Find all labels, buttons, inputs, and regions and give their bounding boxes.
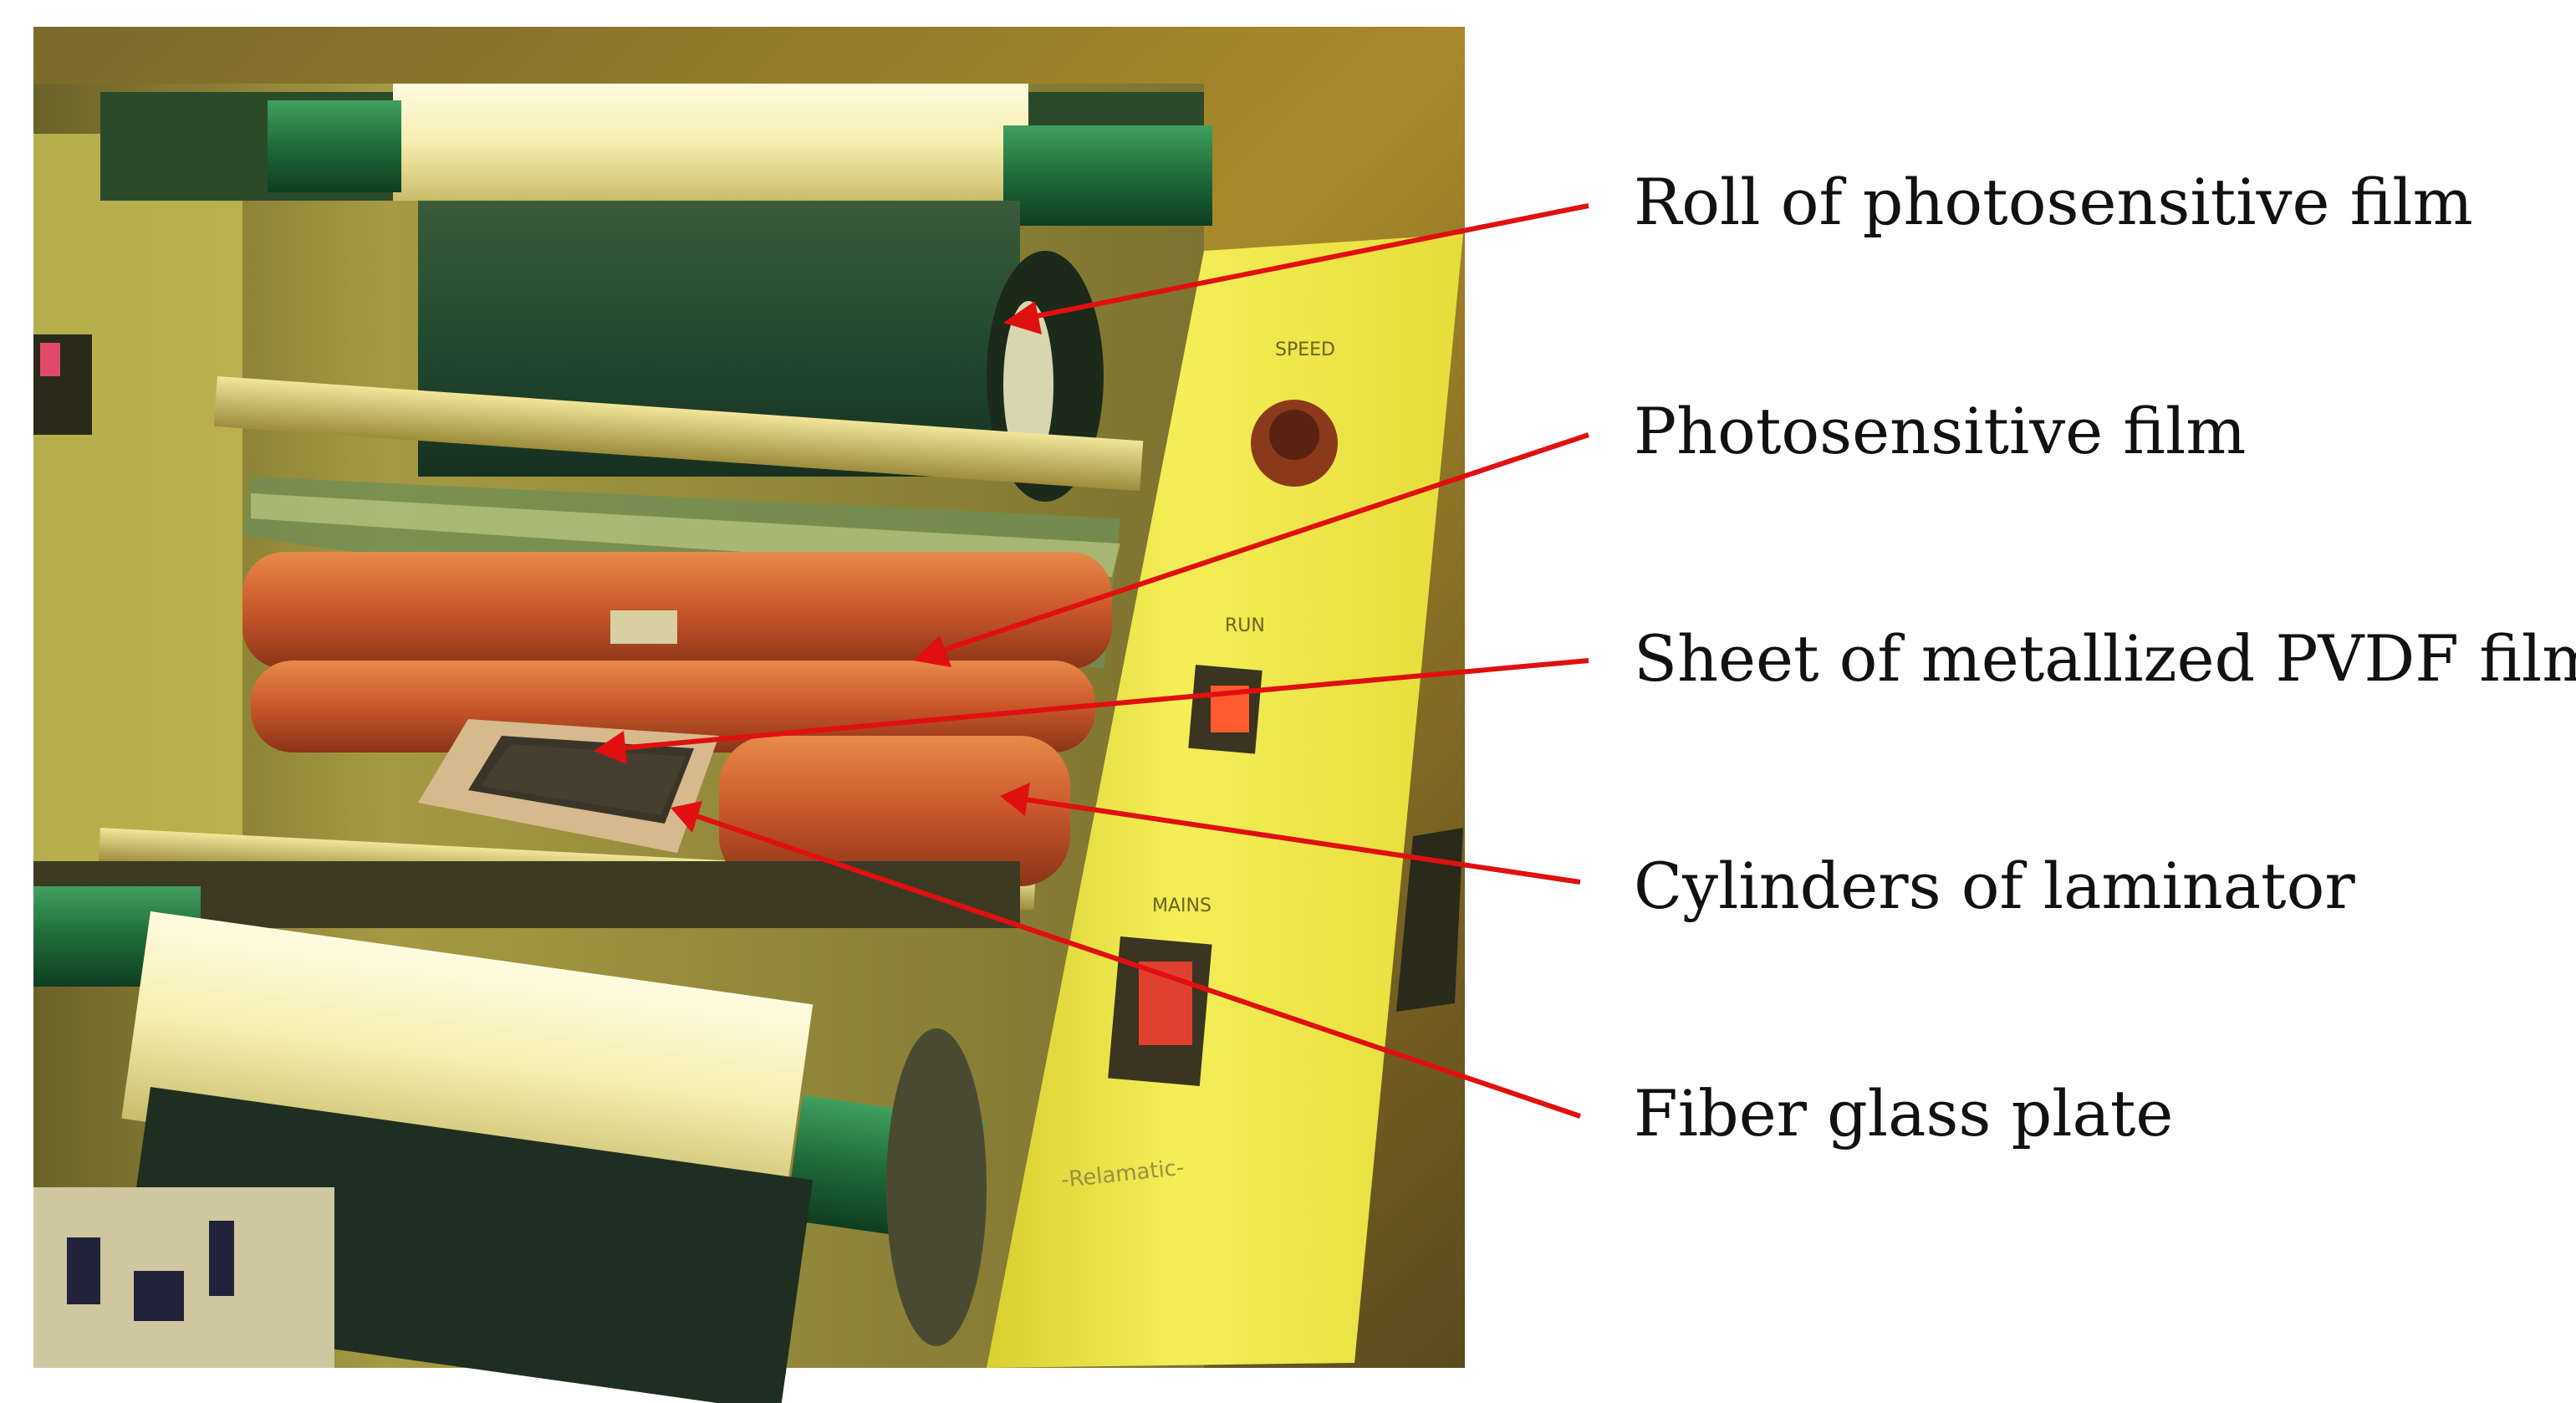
mains-label: MAINS (1152, 895, 1211, 916)
label-sheet-of-metallized-pvdf-film: Sheet of metallized PVDF film (1634, 621, 2576, 696)
speed-label: SPEED (1275, 339, 1335, 360)
label-photosensitive-film: Photosensitive film (1634, 394, 2247, 468)
laminator-cylinders (242, 552, 1112, 886)
annotation-arrows (594, 203, 1589, 1119)
label-roll-of-photosensitive-film: Roll of photosensitive film (1634, 165, 2473, 239)
label-cylinders-of-laminator: Cylinders of laminator (1634, 849, 2355, 923)
label-fiber-glass-plate: Fiber glass plate (1634, 1076, 2174, 1150)
run-label: RUN (1225, 615, 1265, 636)
upper-guide-rod (213, 376, 1144, 492)
fiber-glass-plate (418, 719, 719, 853)
bottom-film-roll (33, 861, 1020, 1403)
